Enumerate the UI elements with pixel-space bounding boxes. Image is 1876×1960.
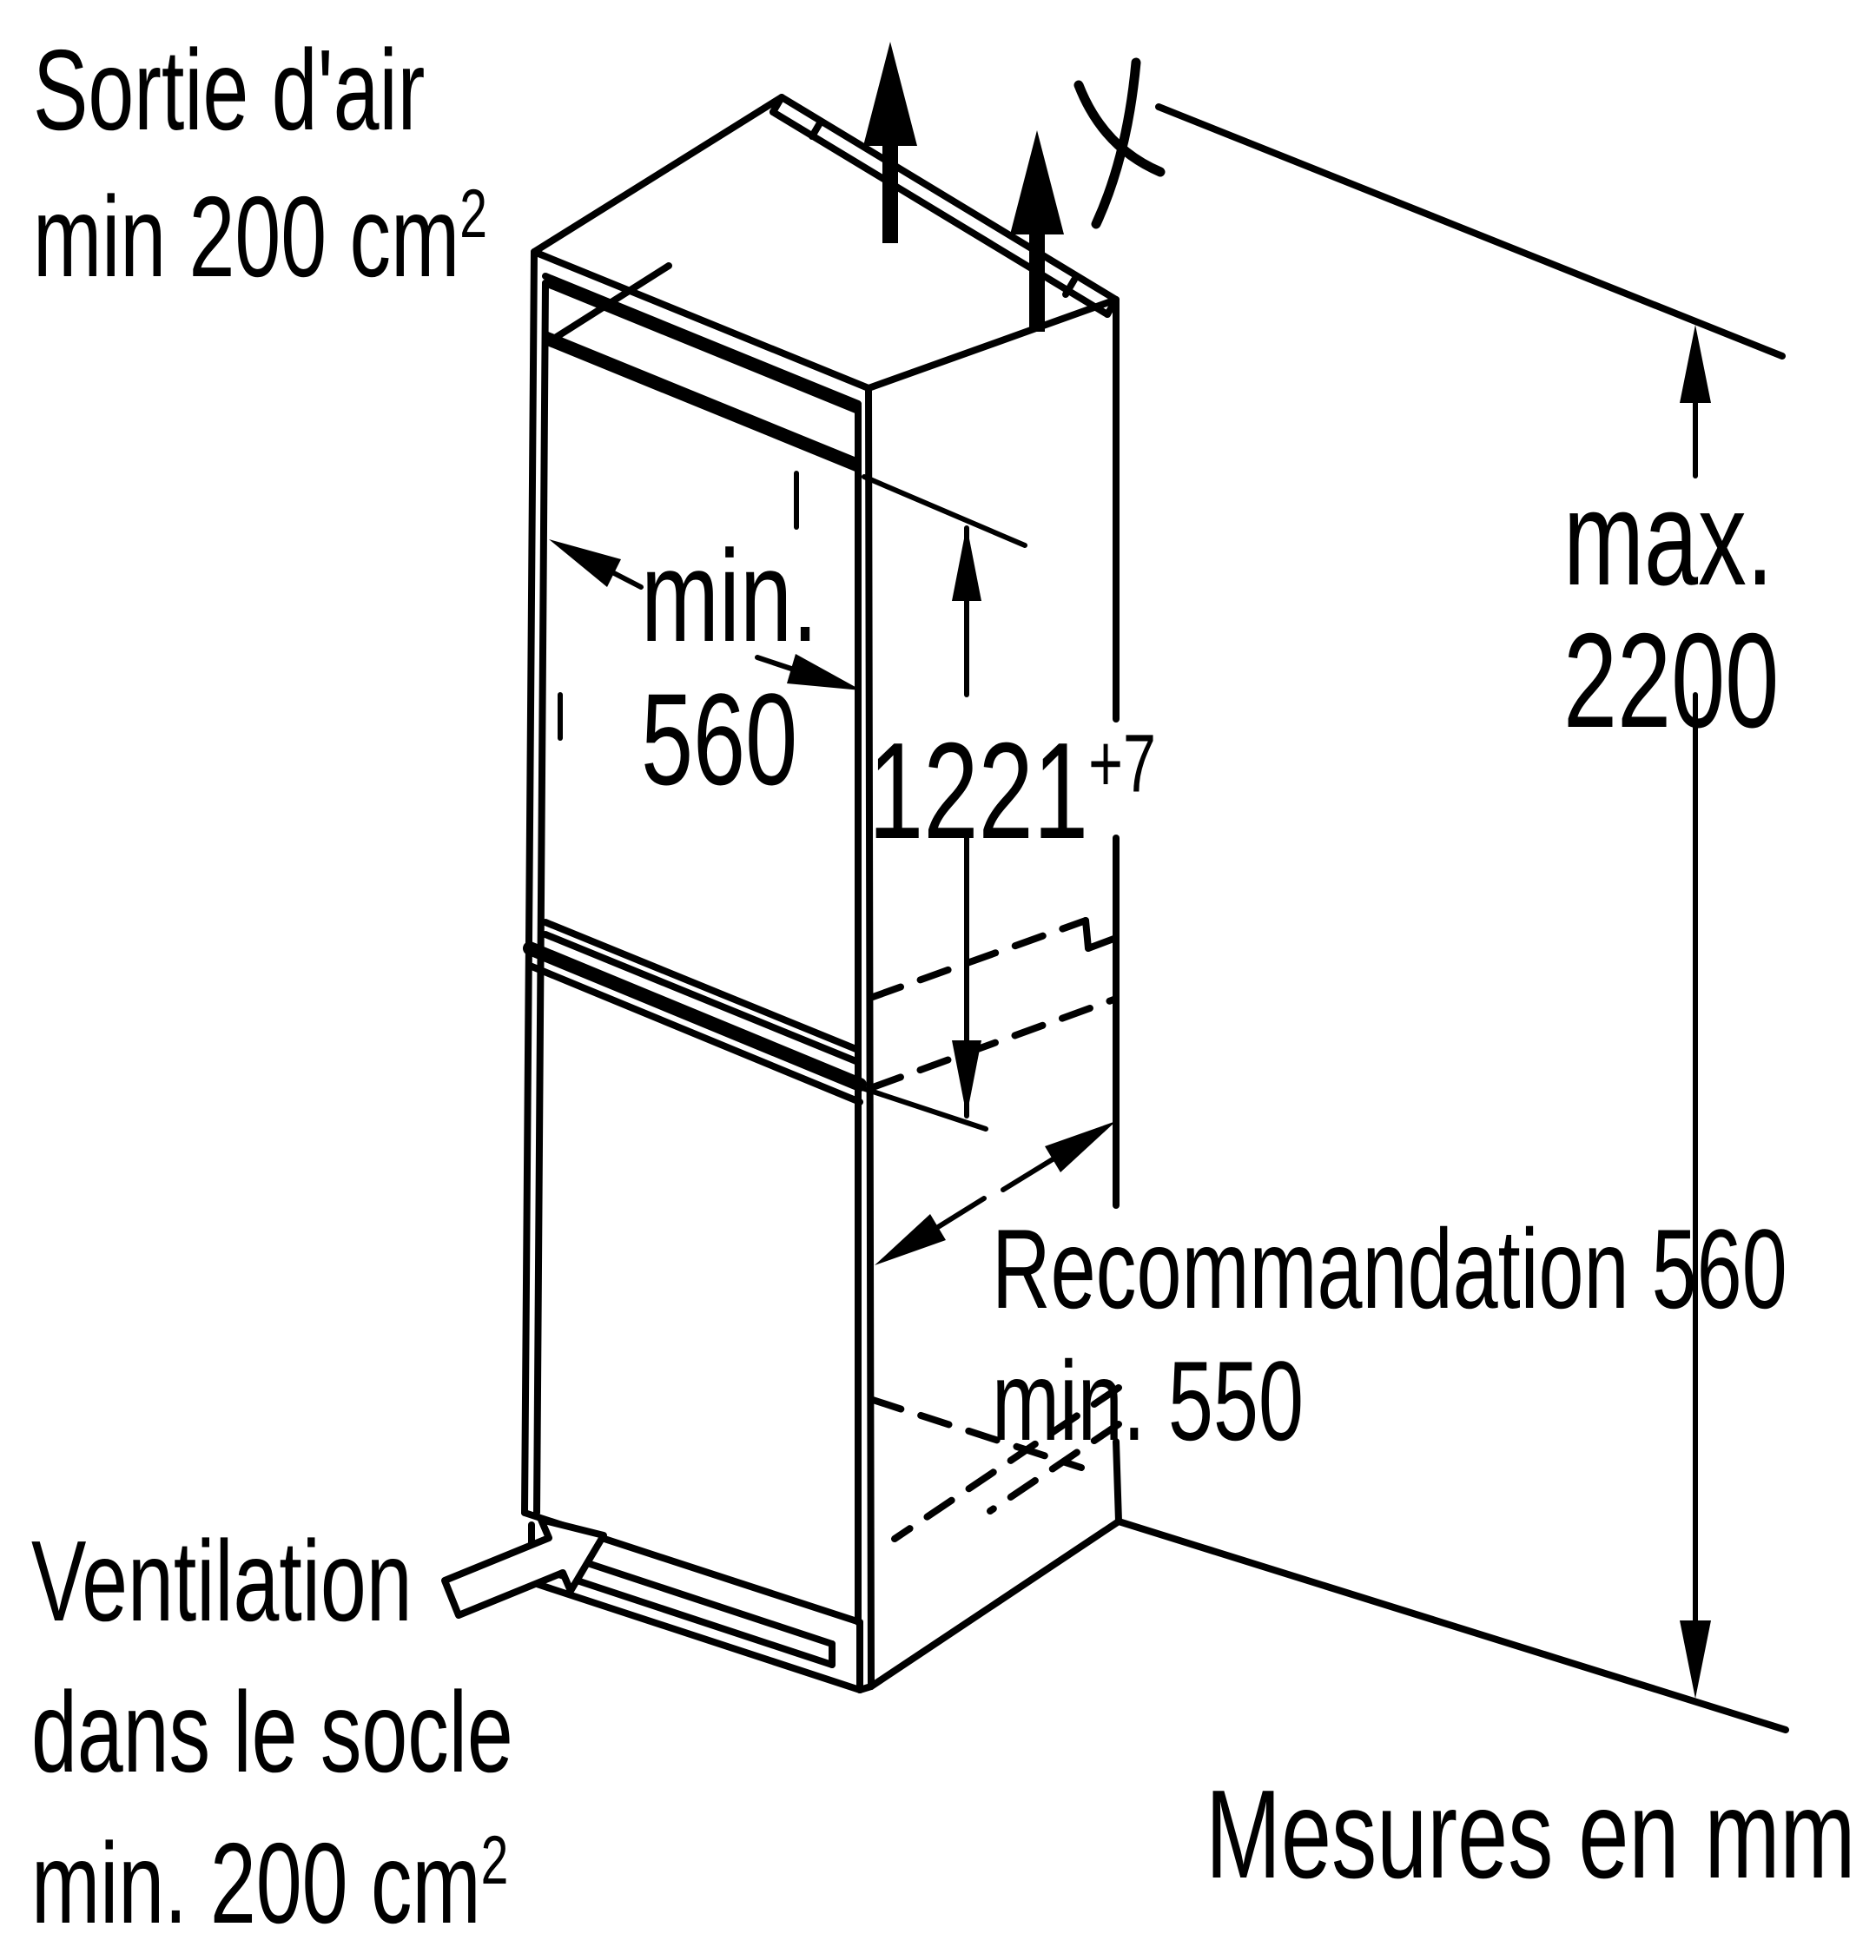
squared-exponent: 2 <box>480 1821 509 1899</box>
tolerance-exponent: +7 <box>1088 717 1156 810</box>
cabinet-edges <box>521 248 1122 1690</box>
depth-min-label: min. 550 <box>992 1337 1304 1464</box>
dimension-depth <box>875 1121 1116 1265</box>
dimension-1221 <box>558 471 1027 1119</box>
cabinet-drawing <box>521 94 1122 1693</box>
depth-recommended-label: Recommandation 560 <box>992 1205 1787 1332</box>
top-vent-opening <box>542 262 862 472</box>
air-outlet-label: Sortie d'air min 200 cm2 <box>33 17 487 311</box>
plinth-vent-label: Ventilation dans le socle min. 200 cm2 <box>31 1517 513 1948</box>
plinth-vent-slot <box>521 1509 1122 1693</box>
air-outlet-line1: Sortie d'air <box>33 26 426 154</box>
dimension-max-2200 <box>1115 103 1789 1733</box>
air-outlet-line2: min 200 cm2 <box>33 172 487 300</box>
ventilation-arrow-icon <box>441 1516 607 1619</box>
units-note: Mesures en mm <box>1206 1764 1856 1904</box>
installation-diagram: Sortie d'air min 200 cm2 min. 560 1221+7… <box>31 17 1855 1947</box>
dimension-lines <box>549 103 1789 1733</box>
airflow-up-arrow-icon <box>863 42 917 243</box>
diagram-linework <box>441 42 1789 1733</box>
dimension-min-560 <box>549 539 862 690</box>
appliance-top-edge <box>523 919 988 1132</box>
hidden-edges-dashed <box>869 917 1122 1542</box>
niche-height-label: 1221+7 <box>869 715 1156 868</box>
cut-mark-icon <box>1073 57 1166 229</box>
max-height-label: max. 2200 <box>1563 463 1780 756</box>
airflow-up-arrow-icon <box>1010 130 1064 332</box>
niche-width-label: min. 560 <box>641 523 819 812</box>
squared-exponent: 2 <box>459 174 487 252</box>
